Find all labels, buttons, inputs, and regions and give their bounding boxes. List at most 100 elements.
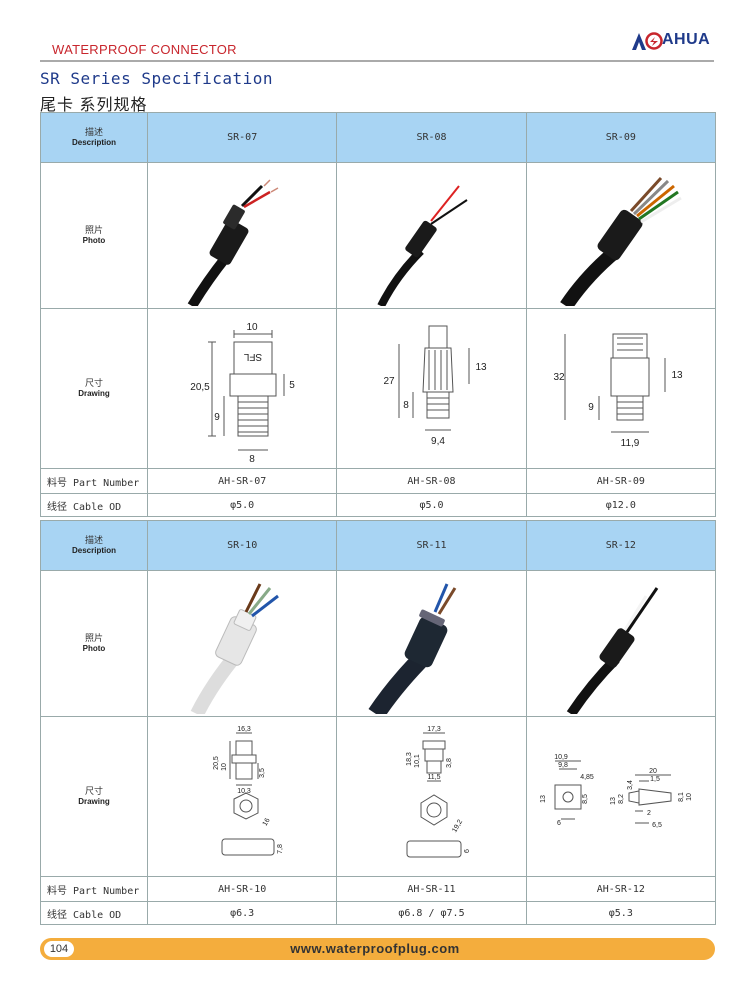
- dimension-drawing: 27 13 8 9,4: [384, 325, 488, 447]
- cable-od: φ6.8 / φ7.5: [336, 901, 527, 925]
- photo-sr-10: [146, 570, 338, 717]
- dim-c: 4,85: [580, 774, 594, 781]
- dim-mid: 5: [289, 380, 295, 391]
- dim-d: 13: [540, 795, 547, 803]
- description-label-cn: 描述: [84, 127, 103, 137]
- dim-o: 10: [686, 793, 693, 801]
- drawing-label: 尺寸 Drawing: [40, 308, 148, 469]
- part-number: AH-SR-10: [146, 876, 338, 902]
- description-label-en: Description: [71, 546, 116, 555]
- part-number-row: 料号 Part Number AH-SR-07 AH-SR-08 AH-SR-0…: [40, 468, 716, 494]
- cable-od-label: 线径 Cable OD: [40, 493, 148, 517]
- cable-od-row: 线径 Cable OD φ5.0 φ5.0 φ12.0: [40, 493, 716, 517]
- model-name: SR-07: [146, 112, 338, 163]
- cable-od: φ5.3: [525, 901, 716, 925]
- part-number: AH-SR-12: [525, 876, 716, 902]
- drawing-label-en: Drawing: [78, 389, 110, 398]
- dim-m: 6,5: [652, 822, 662, 829]
- dim-mid: 13: [671, 370, 683, 381]
- cable-gland-photo-icon: [377, 184, 469, 306]
- photo-label-en: Photo: [82, 644, 106, 653]
- dim-width: 10: [247, 322, 259, 333]
- section-title: WATERPROOF CONNECTOR: [52, 42, 237, 57]
- dim-height: 32: [553, 372, 565, 383]
- dim-mid: 13: [476, 362, 488, 373]
- page-number: 104: [44, 941, 74, 957]
- photo-label-cn: 照片: [84, 225, 103, 235]
- dim-base: 9,4: [432, 436, 446, 447]
- dim-i: 13: [610, 797, 617, 805]
- dim-nut: 7,8: [277, 844, 284, 854]
- dim-b: 9,8: [558, 762, 568, 769]
- dim-height: 20,5: [190, 382, 210, 393]
- cable-od-label: 线径 Cable OD: [40, 901, 148, 925]
- model-name: SR-12: [525, 520, 716, 571]
- dim-mark: SFL: [244, 351, 263, 362]
- model-name: SR-10: [146, 520, 338, 571]
- cable-od: φ5.0: [336, 493, 527, 517]
- drawing-sr-08: 27 13 8 9,4: [336, 308, 527, 469]
- dim-n: 8,1: [678, 792, 685, 802]
- description-label-cn: 描述: [84, 535, 103, 545]
- model-name: SR-11: [336, 520, 527, 571]
- drawing-row: 尺寸 Drawing 10 20,5 5 9: [40, 308, 716, 469]
- photo-row: 照片 Photo: [40, 162, 716, 309]
- photo-sr-08: [336, 162, 527, 309]
- photo-sr-11: [336, 570, 527, 717]
- drawing-label-cn: 尺寸: [84, 378, 103, 388]
- part-number-label: 料号 Part Number: [40, 468, 148, 494]
- header-divider: [40, 60, 714, 62]
- description-label: 描述 Description: [40, 112, 148, 163]
- cable-od: φ6.3: [146, 901, 338, 925]
- drawing-sr-12: 10,9 9,8 4,85 13 8,5 6 20 1,5 13 8,2 3,4…: [525, 716, 716, 877]
- dim-e: 8,5: [582, 794, 589, 804]
- description-row: 描述 Description SR-07 SR-08 SR-09: [40, 112, 716, 163]
- photo-label: 照片 Photo: [40, 570, 148, 717]
- drawing-label: 尺寸 Drawing: [40, 716, 148, 877]
- description-label: 描述 Description: [40, 520, 148, 571]
- dimension-drawing: 10,9 9,8 4,85 13 8,5 6 20 1,5 13 8,2 3,4…: [540, 754, 693, 829]
- dim-k: 3,4: [627, 780, 634, 790]
- cable-gland-photo-icon: [368, 582, 457, 714]
- ahua-logo-icon: [632, 32, 663, 50]
- dim-f: 6: [557, 820, 561, 827]
- drawing-row: 尺寸 Drawing 16,3 20,5 10: [40, 716, 716, 877]
- drawing-label-en: Drawing: [78, 797, 110, 806]
- description-label-en: Description: [71, 138, 116, 147]
- dim-a: 10,9: [554, 754, 568, 761]
- dim-width: 16,3: [237, 726, 251, 733]
- dim-thread: 8: [404, 400, 410, 411]
- dim-height: 27: [384, 376, 396, 387]
- subtitle-cn: 尾卡 系列规格: [40, 97, 148, 114]
- dim-thread: 9: [214, 412, 220, 423]
- photo-label-en: Photo: [82, 236, 106, 245]
- dimension-drawing: 10 20,5 5 9 8 SFL: [190, 322, 295, 464]
- website-link[interactable]: www.waterproofplug.com: [290, 941, 460, 956]
- model-name: SR-08: [336, 112, 527, 163]
- drawing-sr-11: 17,3 18,3 10,1 3,8 11,5 19,2 6: [336, 716, 527, 877]
- model-name: SR-09: [525, 112, 716, 163]
- dim-j: 8,2: [618, 794, 625, 804]
- footer-bar: [40, 938, 715, 960]
- dim-thread: 9: [588, 402, 594, 413]
- subtitle-en: SR Series Specification: [40, 69, 274, 88]
- cable-od: φ12.0: [525, 493, 716, 517]
- cable-gland-photo-icon: [559, 176, 682, 306]
- part-number: AH-SR-11: [336, 876, 527, 902]
- dim-a: 10: [221, 763, 228, 771]
- photo-label-cn: 照片: [84, 633, 103, 643]
- cable-gland-photo-icon: [566, 586, 659, 714]
- cable-gland-photo-icon: [187, 178, 279, 306]
- dim-b: 3,8: [446, 758, 453, 768]
- brand-name: AHUA: [662, 31, 711, 48]
- dim-h: 1,5: [650, 776, 660, 783]
- description-row: 描述 Description SR-10 SR-11 SR-12: [40, 520, 716, 571]
- part-number-label: 料号 Part Number: [40, 876, 148, 902]
- dimension-drawing: 17,3 18,3 10,1 3,8 11,5 19,2 6: [406, 726, 471, 858]
- dim-a: 10,1: [414, 754, 421, 768]
- part-number: AH-SR-07: [146, 468, 338, 494]
- drawing-sr-10: 16,3 20,5 10 3,5 10,3 16 7,8: [146, 716, 338, 877]
- dimension-drawing: 16,3 20,5 10 3,5 10,3 16 7,8: [213, 726, 284, 856]
- dimension-drawing: 32 13 9 11,9: [553, 333, 683, 449]
- part-number-row: 料号 Part Number AH-SR-10 AH-SR-11 AH-SR-1…: [40, 876, 716, 902]
